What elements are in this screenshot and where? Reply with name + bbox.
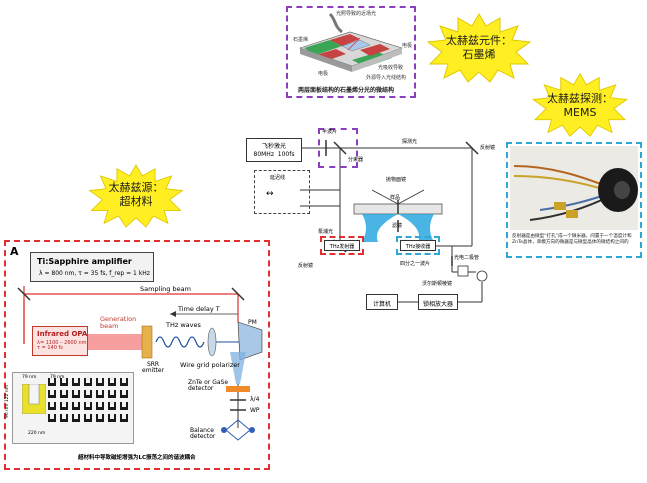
graphene-caption: 两层面板结构的石墨烯分光的微结构: [298, 87, 395, 94]
source-panel-caption: 超材料中导致磁矩增强为LC振荡之间的谐波耦合: [78, 455, 196, 461]
delay-line-arrow-icon: ↔: [266, 189, 274, 199]
left-mirror-label: 反射镜: [298, 263, 314, 269]
parabolic-mirror-label: 抛物面镜: [386, 177, 407, 183]
thz-emitter-box: THz发射器: [324, 240, 360, 251]
graphene-label-2: 石墨烯: [293, 37, 309, 43]
probe-beam-label: 探测光: [402, 139, 418, 145]
generation-beam-text: Generation beam: [100, 315, 137, 330]
burst-detector-shape: [532, 72, 628, 137]
quarter-wp-label: λ/4: [250, 396, 260, 403]
photodiode-label: 光电二极管: [454, 255, 480, 261]
znte-label: ZnTe or GaSe detector: [188, 380, 228, 392]
thz-waves-label: THz waves: [166, 321, 201, 329]
lockin-box: 锁相放大器: [418, 294, 458, 310]
dim-79-b: 79 nm: [50, 375, 65, 380]
srr-array-pattern: [48, 378, 128, 422]
ti-sapphire-title: Ti:Sapphire amplifier: [37, 257, 132, 266]
dim-side: 90 nm 122 nm: [5, 384, 10, 418]
mems-caption: 反射器是由微型“打孔”成一个微米器，间置于一个温度计和ZnTe晶体，单模方向的微…: [512, 234, 636, 246]
mems-panel-frame: [506, 142, 642, 258]
callout-element: 太赫兹元件： 石墨烯: [440, 34, 518, 62]
splitter-label: 分束器: [348, 157, 364, 163]
time-delay-label: Time delay T: [178, 305, 220, 313]
burst-element-shape: [426, 13, 532, 83]
emitter-highlight-frame: [320, 236, 364, 255]
wire-grid-label: Wire grid polarizer: [180, 361, 240, 369]
graphene-label-1: 光照导致的近场光: [336, 11, 377, 17]
callout-element-text: 太赫兹元件： 石墨烯: [446, 34, 512, 61]
computer-label: 计算机: [372, 301, 391, 308]
half-wave-label: 半波片: [322, 129, 338, 135]
graphene-label-4: 电极: [318, 71, 329, 77]
quarter-wave-label: 四分之一波片: [400, 261, 431, 267]
detector-highlight-frame: [396, 236, 440, 255]
source-panel-frame: [4, 240, 270, 470]
srr-emitter-text: SRR emitter: [142, 361, 165, 374]
mems-caption-text: 反射器是由微型“打孔”成一个微米器，间置于一个温度计和ZnTe晶体，单模方向的微…: [512, 234, 632, 245]
ti-sapphire-params: λ = 800 nm, τ = 35 fs, f_rep = 1 kHz: [39, 270, 150, 277]
filter-label: 滤镜: [392, 223, 403, 229]
generation-beam-label: Generation beam: [100, 316, 136, 329]
callout-source: 太赫兹源： 超材料: [100, 181, 172, 209]
opa-params-text: λ= 1100 – 2600 nm τ = 140 fs: [37, 340, 87, 351]
femtosecond-laser-box: 飞秒激光 80MHz 100fs: [246, 138, 302, 162]
graphene-label-3: 电极: [402, 43, 413, 49]
thz-detector-label: THz接收器: [405, 244, 431, 250]
opa-params: λ= 1100 – 2600 nm τ = 140 fs: [37, 341, 87, 351]
burst-source-shape: [88, 164, 184, 228]
dim-220: 220 nm: [28, 431, 46, 436]
right-mirror-label: 反射镜: [480, 145, 496, 151]
srr-unit-cell: [22, 384, 46, 414]
femtosecond-laser-label: 飞秒激光 80MHz 100fs: [253, 143, 295, 158]
znte-text: ZnTe or GaSe detector: [188, 379, 229, 392]
wollaston-label: 沃尔斯顿棱镜: [422, 281, 453, 287]
srr-emitter-label: SRR emitter: [142, 362, 164, 374]
callout-detector-text: 太赫兹探测： MEMS: [547, 92, 613, 119]
balance-detector-text: Balance detector: [190, 427, 216, 440]
pm-label: PM: [248, 319, 257, 326]
computer-box: 计算机: [366, 294, 398, 310]
graphene-device-illustration: [299, 12, 403, 72]
pump-beam-label: 泵浦光: [318, 229, 334, 235]
dim-79-a: 79 nm: [22, 375, 37, 380]
callout-source-text: 太赫兹源： 超材料: [108, 181, 164, 208]
sampling-beam-label: Sampling beam: [140, 285, 191, 293]
ti-sapphire-box: Ti:Sapphire amplifier λ = 800 nm, τ = 35…: [30, 252, 154, 282]
graphene-label-6: 外源导入光线结构: [366, 75, 407, 81]
lockin-label: 锁相放大器: [422, 301, 453, 308]
thz-emitter-label: THz发射器: [329, 244, 355, 250]
wp-label: WP: [250, 407, 260, 414]
mems-device-photo: [510, 146, 638, 230]
delay-line-label: 延迟线: [270, 175, 286, 181]
thz-detector-box: THz接收器: [400, 240, 436, 251]
splitter-highlight-frame: [318, 128, 358, 168]
callout-detector: 太赫兹探测： MEMS: [538, 92, 622, 120]
sample-label: 样品: [390, 195, 401, 201]
opa-title: Infrared OPA: [37, 330, 88, 338]
opa-box: Infrared OPA λ= 1100 – 2600 nm τ = 140 f…: [32, 326, 88, 356]
delay-line-frame: [254, 170, 310, 214]
panel-letter: A: [10, 245, 19, 258]
graphene-label-5: 光吸收导致: [378, 65, 404, 71]
graphene-panel-frame: [286, 6, 416, 98]
balance-detector-label: Balance detector: [190, 428, 215, 440]
